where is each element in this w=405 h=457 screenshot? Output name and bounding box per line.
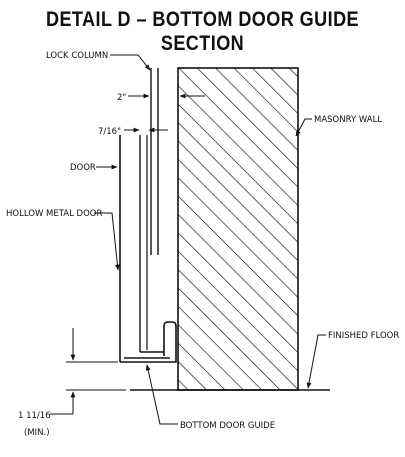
label-7-16: 7/16" — [98, 127, 121, 137]
dimension-1-11-16 — [50, 328, 126, 415]
label-1-11-16: 1 11/16 — [18, 411, 51, 421]
label-door: DOOR — [70, 163, 96, 173]
diagram-title: DETAIL D – BOTTOM DOOR GUIDE SECTION — [45, 8, 360, 55]
label-masonry-wall: MASONRY WALL — [314, 115, 382, 125]
bottom-door-guide — [120, 321, 177, 363]
hollow-metal-door — [119, 135, 148, 362]
masonry-wall — [177, 67, 299, 391]
leader-lines — [94, 54, 326, 425]
lock-column — [150, 68, 159, 255]
label-min: (MIN.) — [24, 428, 50, 438]
label-bottom-door-guide: BOTTOM DOOR GUIDE — [180, 421, 275, 431]
label-hollow-metal-door: HOLLOW METAL DOOR — [6, 209, 102, 219]
label-finished-floor: FINISHED FLOOR — [328, 331, 399, 341]
label-lock-column: LOCK COLUMN — [46, 51, 108, 61]
label-gap-2: 2" — [117, 93, 126, 103]
